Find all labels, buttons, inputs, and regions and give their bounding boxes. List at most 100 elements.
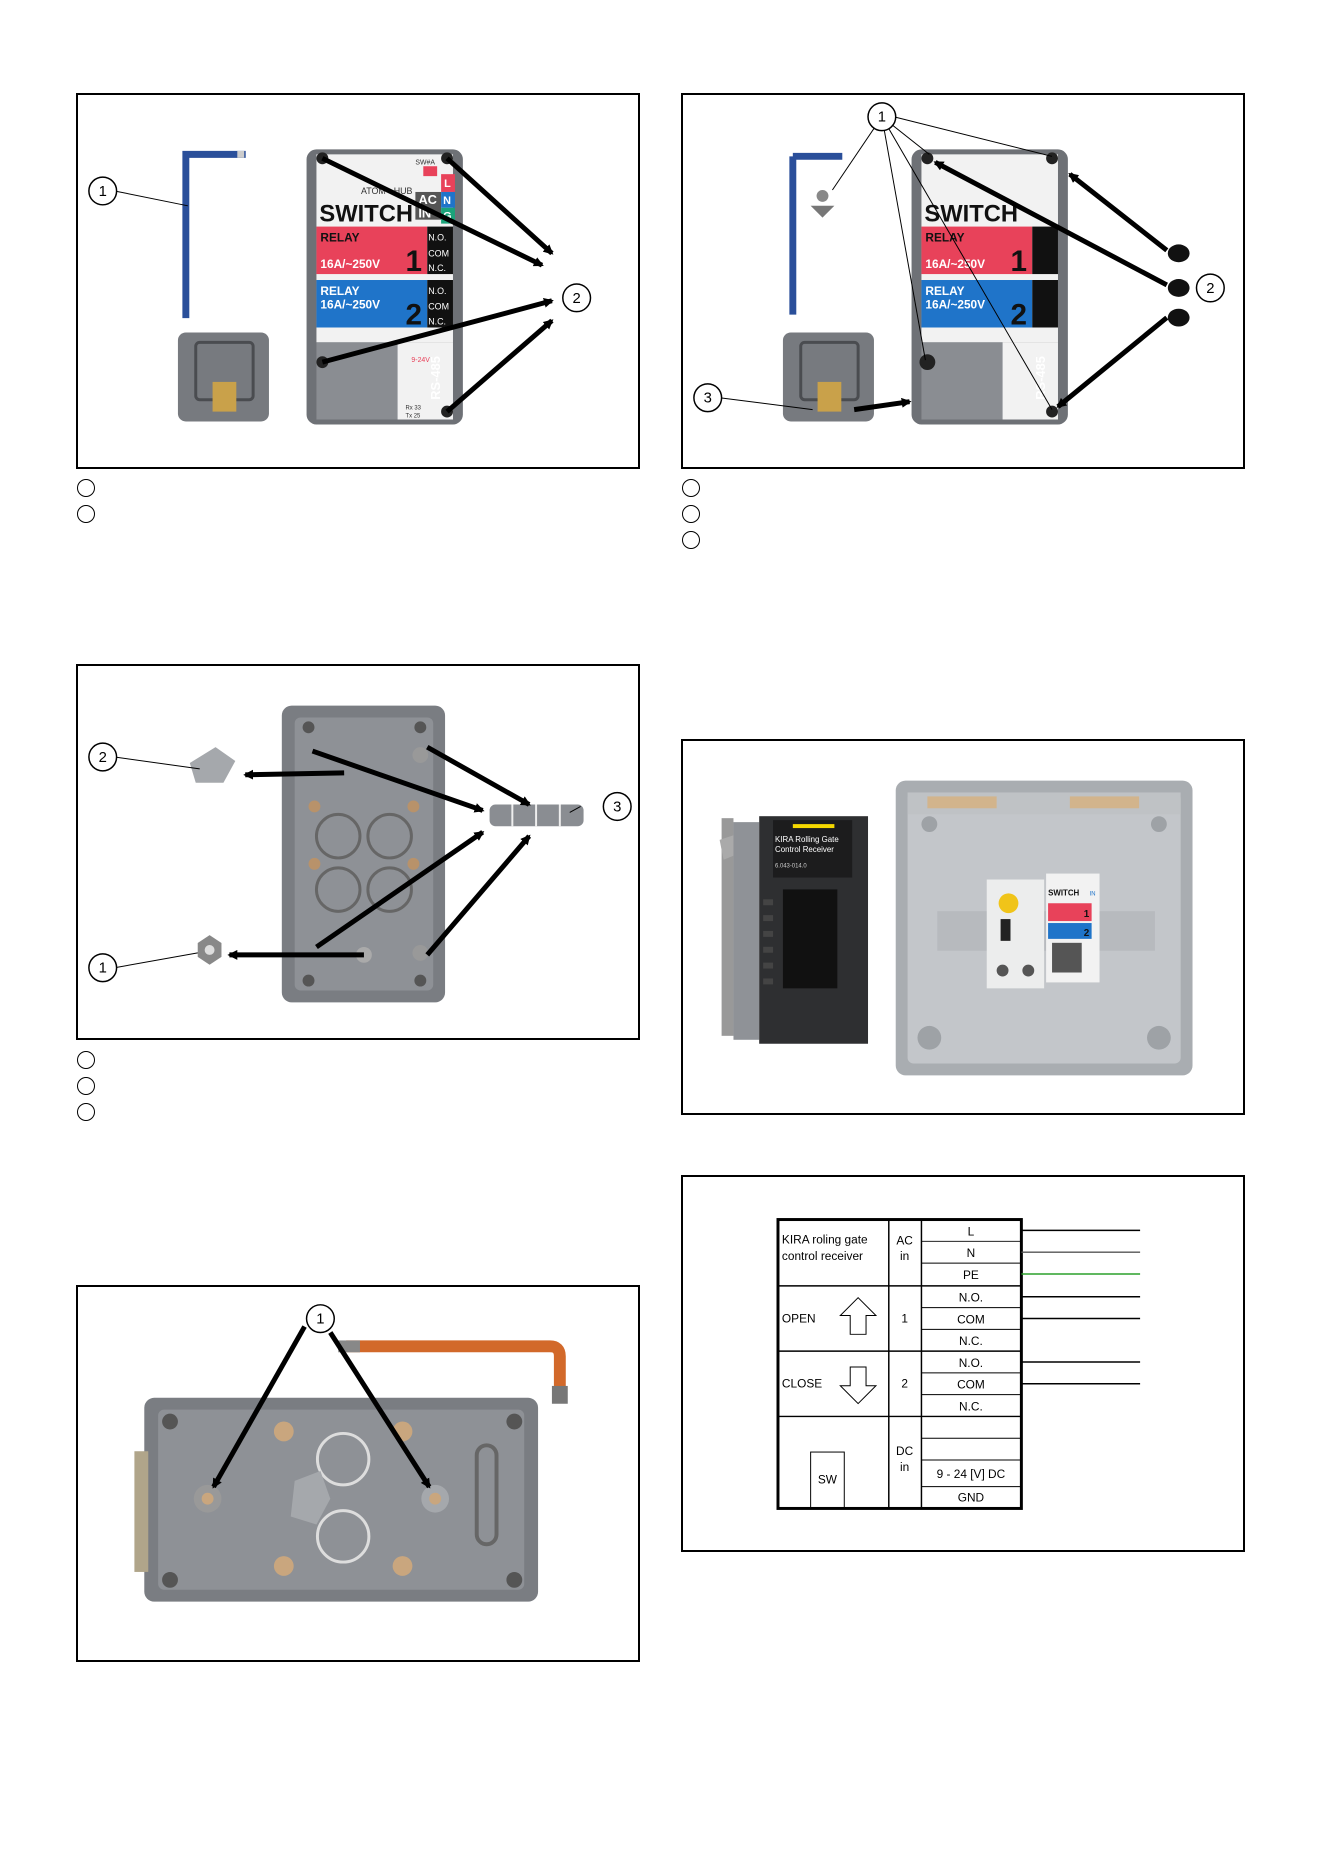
magnet-stack — [489, 804, 584, 827]
breaker-device — [986, 879, 1045, 989]
legend-bullet — [682, 531, 700, 549]
device-switch-label: SW#A — [415, 159, 435, 166]
device-term-n: N — [443, 195, 451, 207]
relay-1-number: 1 — [405, 245, 422, 278]
device-pin-rx: Rx 33 — [405, 406, 421, 412]
arrow-down-icon — [839, 1366, 878, 1405]
callout-2: 2 — [1206, 281, 1214, 297]
enclosure-box — [134, 1397, 539, 1602]
callout-3: 3 — [704, 391, 712, 407]
figure-2-module-assembly: SWITCH RELAY 16A/~250V 1 RELAY 16A/~250V… — [681, 93, 1245, 469]
figure-3-enclosure-inside: 2 1 3 — [76, 664, 640, 1040]
relay-2-term-com: COM — [428, 302, 449, 312]
enclosure-box — [281, 705, 446, 1003]
hex-key-icon — [789, 152, 843, 315]
receiver-code: 6.043-014.0 — [775, 864, 807, 870]
figure-3-leaders — [114, 756, 581, 969]
nut-icon — [197, 935, 222, 965]
receiver-side-view: KIRA Rolling Gate Control Receiver 6.043… — [719, 816, 869, 1044]
figure-5-enclosure-mounting: 1 — [76, 1285, 640, 1662]
relay-1-term-com: COM — [428, 248, 449, 258]
close-term-no: N.O. — [959, 1356, 983, 1370]
relay-1-number: 1 — [1010, 245, 1027, 278]
screw-plugs — [1167, 244, 1190, 327]
device-model: SWITCH — [319, 202, 413, 228]
device-pin-tx: Tx 25 — [405, 414, 421, 420]
relay-2-rating: 16A/~250V — [320, 298, 380, 312]
relay-2-title: RELAY — [925, 284, 964, 298]
dc-in-2: in — [900, 1460, 909, 1474]
receiver-label-1: KIRA Rolling Gate — [775, 835, 839, 844]
usb-module — [177, 332, 269, 422]
sw-label: SW — [818, 1473, 838, 1487]
figure-1-module-opening: ATOM · HUB SWITCH AC IN L N G SW#A RELAY… — [76, 93, 640, 469]
term-l: L — [968, 1224, 975, 1238]
switch-device: SWITCH RELAY 16A/~250V 1 RELAY 16A/~250V… — [911, 149, 1068, 425]
device-dc-label: 9-24V — [411, 357, 430, 364]
device-rs485: RS-485 — [1033, 356, 1048, 400]
close-number: 2 — [901, 1377, 908, 1391]
legend-bullet — [77, 505, 95, 523]
relay-2-title: RELAY — [320, 284, 359, 298]
ac-in-1: AC — [896, 1233, 913, 1247]
callout-1: 1 — [99, 961, 107, 977]
relay-1-title: RELAY — [320, 230, 359, 244]
relay-2-term-nc: N.C. — [428, 317, 446, 327]
legend-bullet — [682, 505, 700, 523]
usb-module — [782, 332, 874, 422]
callout-2: 2 — [573, 291, 581, 307]
dc-term-voltage: 9 - 24 [V] DC — [937, 1467, 1006, 1481]
screw-icon — [810, 189, 835, 218]
legend-bullet — [77, 1103, 95, 1121]
figure-2-illustration: SWITCH RELAY 16A/~250V 1 RELAY 16A/~250V… — [693, 102, 1225, 425]
legend-bullet — [77, 1051, 95, 1069]
callout-1: 1 — [316, 1312, 324, 1328]
legend-bullet — [77, 479, 95, 497]
callout-1: 1 — [878, 110, 886, 126]
device-model: SWITCH — [924, 202, 1018, 228]
figure-3-illustration: 2 1 3 — [88, 705, 632, 1003]
figure-4-illustration: KIRA Rolling Gate Control Receiver 6.043… — [719, 780, 1193, 1076]
gasket-part — [189, 747, 236, 783]
figure-1-arrows — [321, 156, 554, 414]
switch-device: SWITCH IN 1 2 — [1046, 873, 1100, 983]
open-label: OPEN — [782, 1311, 816, 1325]
close-label: CLOSE — [782, 1377, 822, 1391]
close-term-nc: N.C. — [959, 1399, 983, 1413]
open-number: 1 — [901, 1311, 908, 1325]
relay-2-term-no: N.O. — [428, 286, 446, 296]
figure-2-leaders — [719, 116, 1053, 411]
open-term-nc: N.C. — [959, 1334, 983, 1348]
relay-2-number: 2 — [405, 299, 422, 332]
relay-1-term-nc: N.C. — [428, 263, 446, 273]
open-term-no: N.O. — [959, 1291, 983, 1305]
term-pe: PE — [963, 1268, 979, 1282]
wiring-table: KIRA roling gate control receiver AC in … — [776, 1218, 1141, 1510]
relay-2-number: 2 — [1010, 299, 1027, 332]
figure-1-illustration: ATOM · HUB SWITCH AC IN L N G SW#A RELAY… — [88, 149, 592, 425]
arrow-up-icon — [839, 1297, 878, 1335]
relay-1-title: RELAY — [925, 230, 964, 244]
callout-2: 2 — [99, 750, 107, 766]
device-term-1-small: 1 — [1084, 909, 1090, 920]
legend-bullet — [682, 479, 700, 497]
dc-term-gnd: GND — [958, 1491, 984, 1505]
receiver-label-2: Control Receiver — [775, 845, 834, 854]
figure-2-arrows — [853, 160, 1169, 413]
callout-1: 1 — [99, 184, 107, 200]
figure-6-wiring-diagram: KIRA roling gate control receiver AC in … — [681, 1175, 1245, 1552]
term-n: N — [967, 1246, 976, 1260]
relay-2-rating: 16A/~250V — [925, 298, 985, 312]
dc-in-1: DC — [896, 1444, 914, 1458]
legend-bullet — [77, 1077, 95, 1095]
figure-5-arrows — [211, 1325, 432, 1489]
hex-key-icon — [346, 1340, 566, 1398]
relay-1-rating: 16A/~250V — [320, 257, 380, 271]
hex-key-icon — [182, 150, 246, 319]
figure-4-installed-enclosure: KIRA Rolling Gate Control Receiver 6.043… — [681, 739, 1245, 1115]
figure-3-arrows — [227, 744, 532, 960]
device-ac-label: AC — [418, 192, 437, 207]
device-in-small: IN — [1090, 891, 1096, 897]
enclosure-box: SWITCH IN 1 2 — [895, 780, 1193, 1076]
callout-3: 3 — [613, 799, 621, 815]
